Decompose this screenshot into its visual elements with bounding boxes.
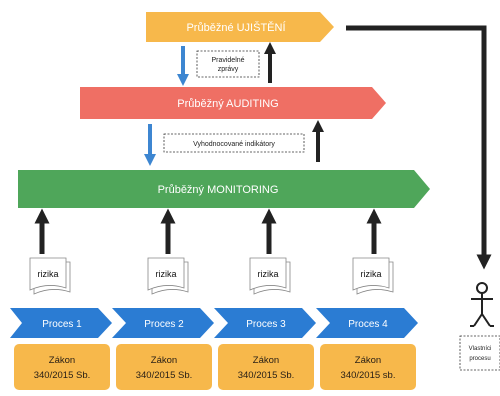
auditing-banner: Průběžný AUDITING: [80, 87, 386, 119]
process-chevron: [316, 308, 418, 338]
process-owner-line2: procesu: [469, 356, 490, 362]
process-4: Proces 4: [316, 308, 418, 338]
auditing-banner-label: Průběžný AUDITING: [177, 98, 278, 110]
risk-label: rizika: [257, 269, 278, 279]
risk-document-3: rizika: [249, 257, 291, 295]
process-chevron: [10, 308, 112, 338]
assurance-banner-shape: [146, 12, 334, 42]
monitoring-banner: Průběžný MONITORING: [18, 170, 430, 208]
process-chevron: [214, 308, 316, 338]
process-chevron: [112, 308, 214, 338]
monitoring-banner-label: Průběžný MONITORING: [158, 184, 279, 196]
law-line1: Zákon: [253, 355, 279, 366]
process-owner-label: Vlastníci procesu: [459, 335, 500, 371]
law-box-3: Zákon 340/2015 Sb.: [218, 344, 314, 390]
process-3: Proces 3: [214, 308, 316, 338]
law-line2: 340/2015 Sb.: [34, 370, 91, 381]
law-box-1: Zákon 340/2015 Sb.: [14, 344, 110, 390]
law-box-2: Zákon 340/2015 Sb.: [116, 344, 212, 390]
law-line2: 340/2015 Sb.: [136, 370, 193, 381]
law-box-4: Zákon 340/2015 sb.: [320, 344, 416, 390]
process-label: Proces 4: [348, 319, 388, 330]
risk-document-2: rizika: [147, 257, 189, 295]
process-label: Proces 2: [144, 319, 184, 330]
evaluated-indicators-note: Vyhodnocované indikátory: [163, 133, 305, 153]
process-2: Proces 2: [112, 308, 214, 338]
risk-label: rizika: [155, 269, 176, 279]
risk-label: rizika: [360, 269, 381, 279]
assurance-to-owner-arrow: [346, 25, 492, 270]
process-owner-line1: Vlastníci: [469, 346, 492, 352]
evaluated-indicators-text: Vyhodnocované indikátory: [193, 141, 275, 148]
law-line2: 340/2015 Sb.: [238, 370, 295, 381]
risk-document-4: rizika: [352, 257, 394, 295]
law-line1: Zákon: [49, 355, 75, 366]
risk-document-1: rizika: [29, 257, 71, 295]
law-line1: Zákon: [151, 355, 177, 366]
process-owner-icon: [470, 282, 494, 327]
auditing-banner-shape: [80, 87, 386, 119]
law-line2: 340/2015 sb.: [341, 370, 396, 381]
process-label: Proces 3: [246, 319, 286, 330]
law-line1: Zákon: [355, 355, 381, 366]
monitoring-banner-shape: [18, 170, 430, 208]
risk-label: rizika: [37, 269, 58, 279]
process-1: Proces 1: [10, 308, 112, 338]
process-label: Proces 1: [42, 319, 82, 330]
assurance-banner: Průběžné UJIŠTĚNÍ: [146, 12, 334, 42]
assurance-banner-label: Průběžné UJIŠTĚNÍ: [186, 21, 286, 34]
